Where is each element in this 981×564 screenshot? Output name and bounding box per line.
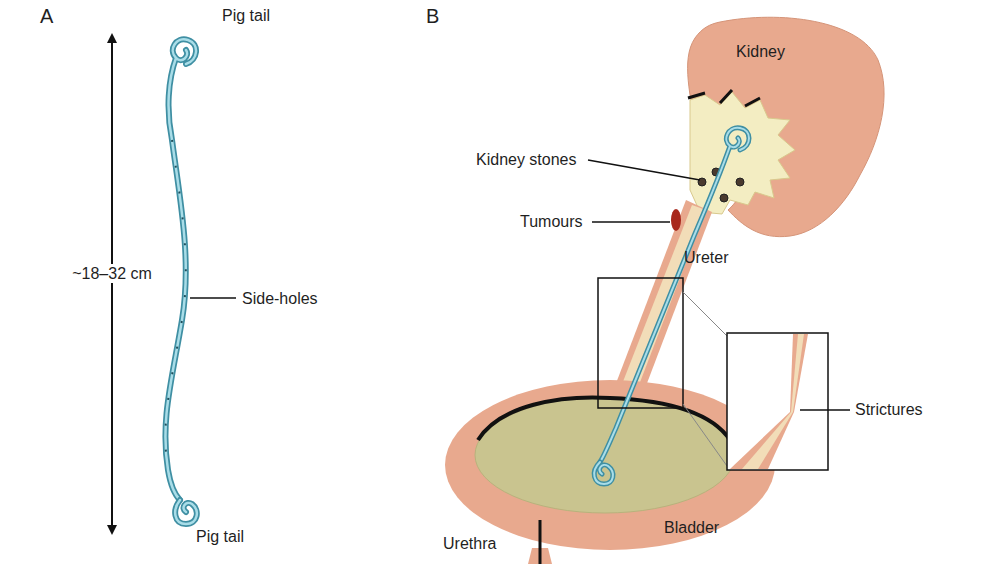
part-label: Side-holes <box>242 289 318 308</box>
stent-a <box>165 39 196 524</box>
panel-letter: A <box>40 4 53 28</box>
part-label: Pig tail <box>222 6 270 25</box>
organ-label: Urethra <box>440 534 499 553</box>
dimension-label: ~18–32 cm <box>69 264 155 283</box>
part-label: Kidney stones <box>476 150 577 169</box>
part-label: Tumours <box>520 212 583 231</box>
organ-label: Bladder <box>664 518 719 537</box>
panel-letter: B <box>426 4 439 28</box>
organ-label: Ureter <box>684 248 728 267</box>
part-label: Pig tail <box>196 527 244 546</box>
inset-frame <box>598 278 683 408</box>
renal-pelvis <box>690 92 795 214</box>
length-arrow <box>111 38 113 530</box>
stricture <box>790 334 808 412</box>
leader-line <box>190 297 236 299</box>
organ-label: Kidney <box>736 42 785 61</box>
leader-lines <box>588 160 850 410</box>
kidney-shape <box>688 17 884 236</box>
part-label: Strictures <box>855 400 923 419</box>
inset-detail <box>727 333 828 470</box>
tumour <box>671 209 681 231</box>
stent-b <box>594 128 749 484</box>
bladder-wall <box>445 380 775 550</box>
